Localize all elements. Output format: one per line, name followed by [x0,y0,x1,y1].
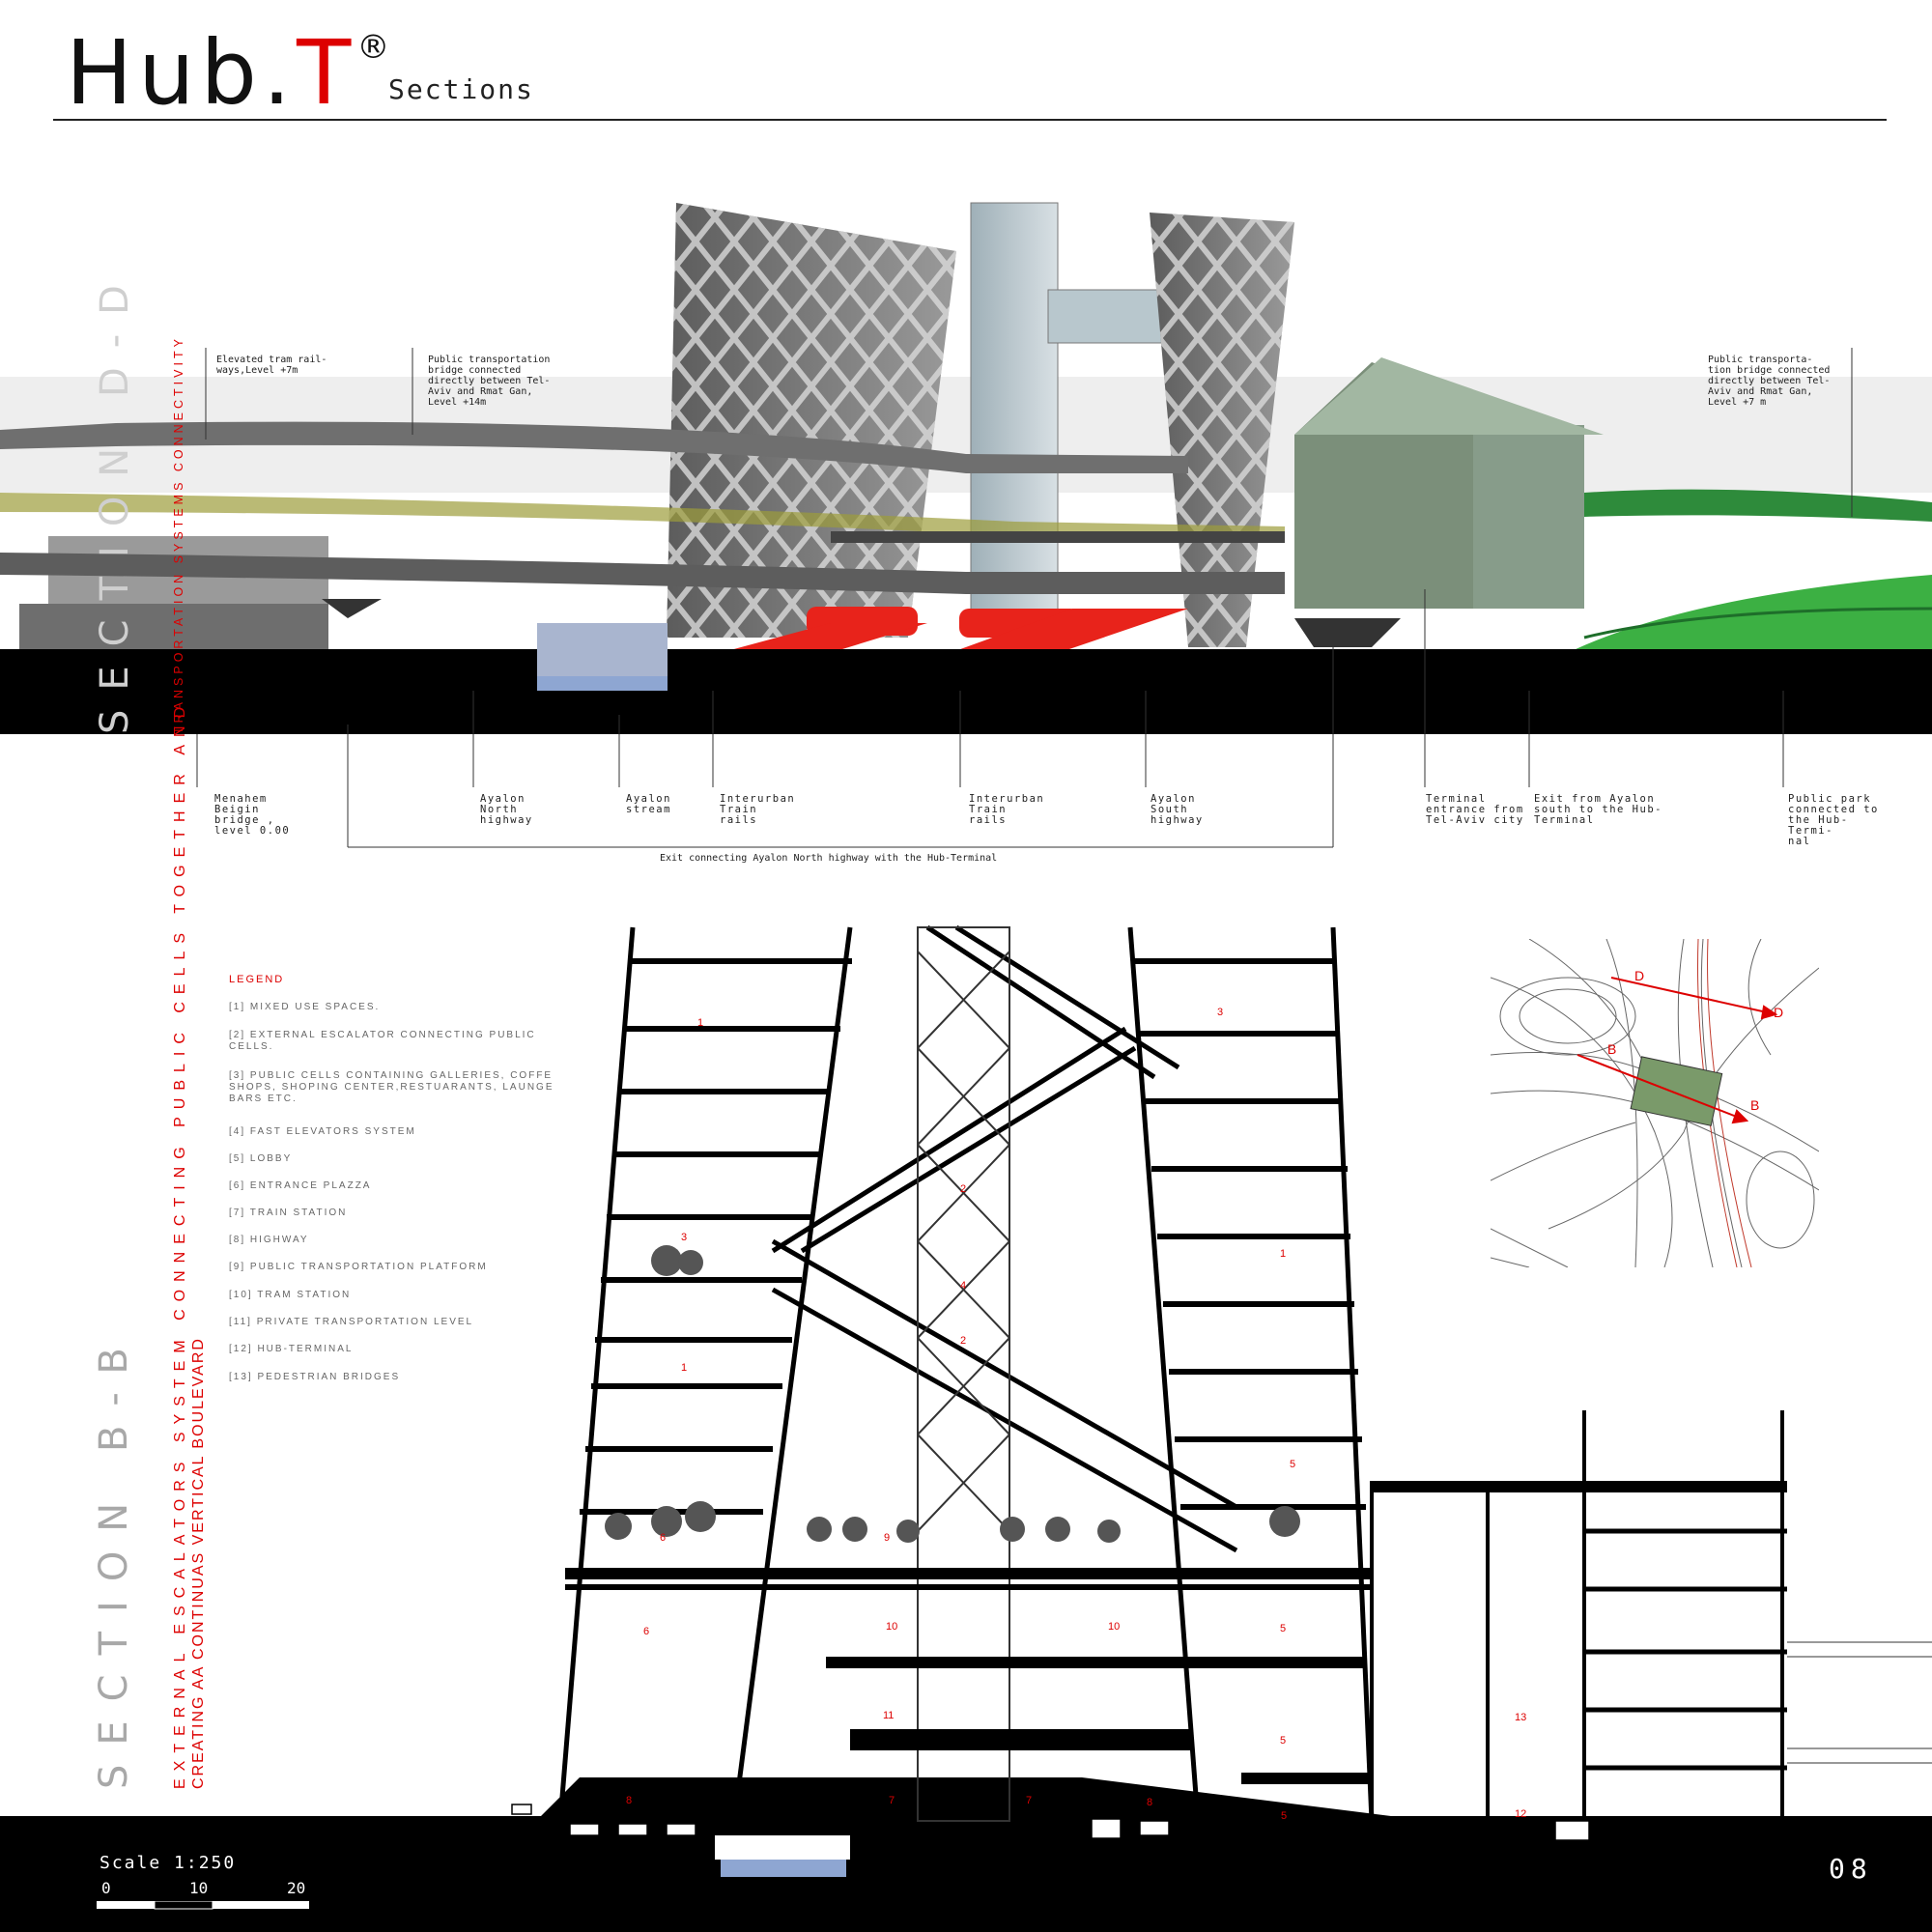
label-interurban-1: Interurban Train rails [720,793,796,826]
title-main: Hub. [66,21,298,125]
section-number: 10 [886,1621,898,1633]
section-number: 5 [1281,1810,1288,1822]
label-public-park: Public park connected to the Hub-Termi- … [1788,793,1879,847]
section-bb-drawing [0,924,1932,1932]
section-number: 2 [960,1335,967,1347]
label-ayalon-stream: Ayalon stream [626,793,671,815]
section-number: 10 [1108,1621,1121,1633]
key-plan-marker-d: D [1634,968,1645,983]
section-number: 9 [884,1532,891,1544]
label-terminal-entrance: Terminal entrance from Tel-Aviv city [1426,793,1524,826]
scale-tick: 10 [189,1879,209,1897]
label-menahem-beigin: Menahem Beigin bridge , level 0.00 [214,793,291,837]
note-elevated-tram: Elevated tram rail- ways,Level +7m [216,355,327,376]
scale-tick: 20 [287,1879,306,1897]
registered-mark: ® [356,28,396,67]
label-ayalon-south: Ayalon South highway [1151,793,1204,826]
label-exit-ayalon-south: Exit from Ayalon south to the Hub- Termi… [1534,793,1662,826]
section-number: 3 [681,1232,688,1243]
legend-item: [13] PEDESTRIAN BRIDGES [229,1372,401,1382]
legend-item: [5] LOBBY [229,1153,293,1164]
key-plan-marker-b: B [1607,1041,1617,1057]
header-divider [53,119,1887,121]
section-number: 1 [697,1017,704,1029]
page-title: Hub.T® [66,29,395,118]
section-dd-render [0,202,1932,734]
section-number: 4 [960,1280,967,1292]
legend-item: [9] PUBLIC TRANSPORTATION PLATFORM [229,1262,488,1272]
note-transport-bridge-14m: Public transportation bridge connected d… [428,355,551,408]
section-number: 5 [1280,1623,1287,1634]
page-subtitle: Sections [388,73,534,105]
legend-item: [10] TRAM STATION [229,1290,352,1300]
section-number: 7 [1026,1795,1033,1806]
legend-item: [1] MIXED USE SPACES. [229,1002,381,1012]
section-number: 1 [1280,1248,1287,1260]
section-number: 13 [1515,1712,1527,1723]
key-plan [1491,939,1819,1267]
section-number: 8 [626,1795,633,1806]
section-number: 8 [1147,1797,1153,1808]
legend-item: [2] EXTERNAL ESCALATOR CONNECTING PUBLIC… [229,1030,536,1052]
legend-item: [7] TRAIN STATION [229,1208,348,1218]
scale-tick: 0 [101,1879,111,1897]
section-number: 1 [681,1362,688,1374]
legend-item: [11] PRIVATE TRANSPORTATION LEVEL [229,1317,474,1327]
section-number: 3 [1217,1007,1224,1018]
legend-item: [4] FAST ELEVATORS SYSTEM [229,1126,416,1137]
section-number: 12 [1515,1808,1527,1820]
legend-item: [6] ENTRANCE PLAZZA [229,1180,372,1191]
section-number: 2 [960,1183,967,1195]
section-number: 6 [643,1626,650,1637]
section-dd-title: SECTION D-D [93,266,137,734]
section-dd-leaders [196,348,1853,848]
scale-bar [97,1901,309,1910]
label-interurban-2: Interurban Train rails [969,793,1045,826]
exit-caption: Exit connecting Ayalon North highway wit… [660,853,998,864]
section-number: 7 [889,1795,895,1806]
key-plan-marker-b: B [1750,1097,1760,1113]
title-accent: T [297,21,357,125]
scale-label: Scale 1:250 [99,1853,237,1873]
legend-title: LEGEND [229,974,285,985]
section-dd-subtitle: TRANSPORTATION SYSTEMS CONNECTIVITY [172,335,185,734]
legend-item: [3] PUBLIC CELLS CONTAINING GALLERIES, C… [229,1070,554,1104]
legend-item: [12] HUB-TERMINAL [229,1344,354,1354]
page-number: 08 [1829,1853,1873,1885]
legend-item: [8] HIGHWAY [229,1235,309,1245]
section-number: 5 [1290,1459,1296,1470]
section-number: 11 [883,1710,895,1721]
key-plan-marker-d: D [1774,1005,1784,1020]
note-transport-bridge-7m: Public transporta- tion bridge connected… [1708,355,1831,408]
section-number: 5 [1280,1735,1287,1747]
section-number: 6 [660,1532,667,1544]
label-ayalon-north: Ayalon North highway [480,793,533,826]
